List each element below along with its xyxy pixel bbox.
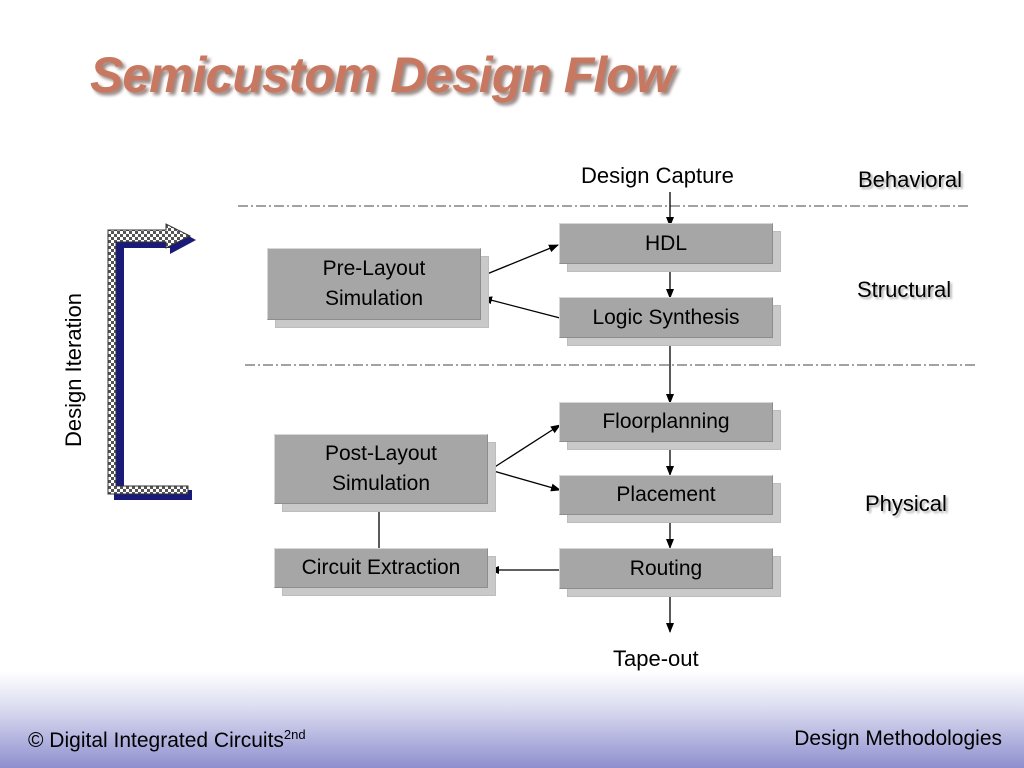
routing-label: Routing <box>559 548 773 589</box>
hdl-box: HDL <box>559 223 781 272</box>
pre-layout-simulation-box: Pre-Layout Simulation <box>267 248 489 328</box>
design-iteration-label: Design Iteration <box>61 292 86 448</box>
circuit-extraction-label: Circuit Extraction <box>274 548 488 588</box>
footer-copyright-text: © Digital Integrated Circuits <box>28 729 284 752</box>
footer-section-title: Design Methodologies <box>794 727 1002 750</box>
routing-box: Routing <box>559 548 781 597</box>
arrow-postlayout-to-floorplanning <box>489 424 561 471</box>
arrow-postlayout-to-placement <box>489 469 561 492</box>
floorplanning-box: Floorplanning <box>559 402 781 450</box>
level-structural: Structural <box>857 277 952 302</box>
arrow-prelayout-to-hdl <box>481 244 559 277</box>
post-layout-simulation-box: Post-Layout Simulation <box>274 434 496 512</box>
circuit-extraction-box: Circuit Extraction <box>274 548 496 596</box>
design-iteration-arrow <box>107 223 196 500</box>
slide-title: Semicustom Design Flow <box>90 47 675 103</box>
footer-band <box>0 672 1024 768</box>
level-physical: Physical <box>865 491 947 516</box>
footer-edition: 2nd <box>283 727 306 742</box>
post-layout-simulation-label: Post-Layout Simulation <box>274 434 488 504</box>
floorplanning-label: Floorplanning <box>559 402 773 442</box>
logic-synthesis-box: Logic Synthesis <box>559 297 781 346</box>
hdl-label: HDL <box>559 223 773 264</box>
pre-layout-simulation-label: Pre-Layout Simulation <box>267 248 481 320</box>
logic-synthesis-label: Logic Synthesis <box>559 297 773 338</box>
placement-label: Placement <box>559 475 773 515</box>
placement-box: Placement <box>559 475 781 523</box>
design-capture-label: Design Capture <box>581 163 734 188</box>
footer-copyright: © Digital Integrated Circuits2nd <box>28 727 306 753</box>
arrow-synthesis-to-prelayout <box>482 296 561 319</box>
level-behavioral: Behavioral <box>858 167 962 192</box>
tape-out-label: Tape-out <box>613 646 699 671</box>
